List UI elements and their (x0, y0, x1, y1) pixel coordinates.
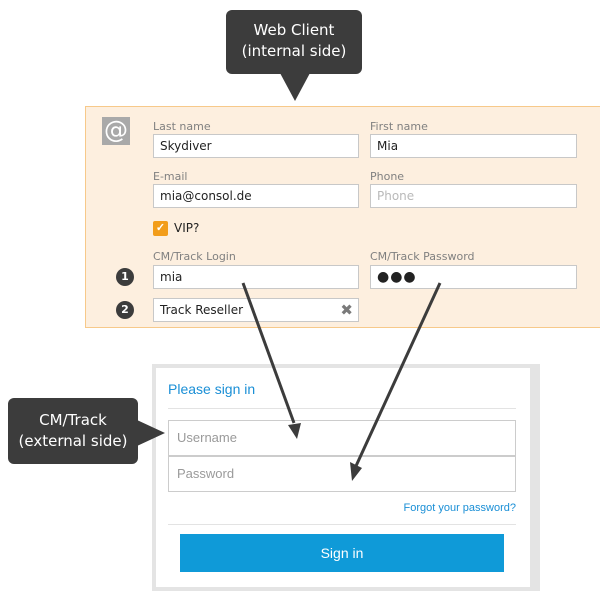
divider (168, 408, 516, 409)
cm-track-callout-line1: CM/Track (39, 411, 107, 429)
web-client-callout-line2: (internal side) (241, 42, 347, 60)
cm-track-password-label: CM/Track Password (370, 250, 475, 263)
last-name-input[interactable]: Skydiver (153, 134, 359, 158)
signin-card: Please sign in Username Password Forgot … (156, 368, 530, 587)
at-icon: @ (102, 116, 130, 145)
cm-track-callout: CM/Track (external side) (8, 398, 138, 464)
web-client-form-panel: @ Last name Skydiver First name Mia E-ma… (85, 106, 600, 328)
last-name-label: Last name (153, 120, 211, 133)
first-name-label: First name (370, 120, 428, 133)
email-label: E-mail (153, 170, 188, 183)
cm-track-password-input[interactable]: ●●● (370, 265, 577, 289)
login-to-username-arrow (241, 282, 296, 424)
first-name-input[interactable]: Mia (370, 134, 577, 158)
web-client-callout: Web Client (internal side) (226, 10, 362, 74)
password-to-password-arrow (354, 282, 442, 467)
password-input[interactable]: Password (168, 456, 516, 492)
cm-track-login-label: CM/Track Login (153, 250, 236, 263)
web-client-callout-line1: Web Client (253, 21, 335, 39)
phone-label: Phone (370, 170, 405, 183)
arrowhead-icon (350, 462, 362, 481)
cm-track-login-input[interactable]: mia (153, 265, 359, 289)
forgot-password-link[interactable]: Forgot your password? (403, 502, 517, 514)
step-marker-2: 2 (116, 301, 134, 319)
clear-icon[interactable]: ✖ (340, 301, 353, 319)
signin-button[interactable]: Sign in (180, 534, 504, 572)
cm-track-callout-line2: (external side) (18, 432, 128, 450)
track-callout-pointer (137, 420, 165, 446)
vip-checkbox[interactable]: ✓ (153, 221, 168, 236)
role-value: Track Reseller (160, 303, 244, 317)
signin-title: Please sign in (168, 381, 256, 397)
vip-label: VIP? (174, 221, 200, 235)
divider (168, 524, 516, 525)
step-marker-1: 1 (116, 268, 134, 286)
checkmark-icon: ✓ (155, 222, 166, 234)
phone-input[interactable]: Phone (370, 184, 577, 208)
web-callout-pointer (280, 73, 310, 101)
arrowhead-icon (288, 423, 301, 439)
email-input[interactable]: mia@consol.de (153, 184, 359, 208)
username-input[interactable]: Username (168, 420, 516, 456)
